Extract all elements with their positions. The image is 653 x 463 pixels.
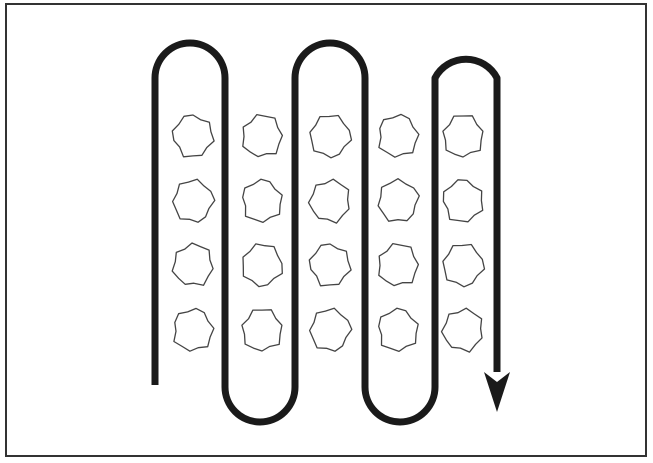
rock-blob (310, 308, 352, 351)
rock-blob (242, 310, 282, 351)
rock-blob (243, 179, 283, 222)
rock-blob (378, 179, 419, 222)
rock-blob (310, 116, 352, 158)
rock-blob (443, 245, 485, 287)
rock-blob (172, 243, 213, 285)
rock-blob (443, 116, 483, 157)
rock-blob (243, 115, 283, 157)
rock-blob (379, 244, 419, 286)
rock-blob (173, 179, 215, 222)
arrowhead-down (484, 372, 510, 412)
rock-blob (442, 308, 483, 352)
rock-blob (443, 180, 482, 222)
rock-blob (174, 308, 214, 351)
rock-blob (309, 244, 351, 286)
rock-blob (379, 114, 419, 157)
rock-blob (379, 308, 419, 351)
rock-blob (243, 244, 282, 287)
rock-blob (309, 179, 350, 223)
serpentine-path (155, 43, 497, 422)
rock-blob (172, 115, 214, 157)
frame-border (6, 4, 646, 456)
